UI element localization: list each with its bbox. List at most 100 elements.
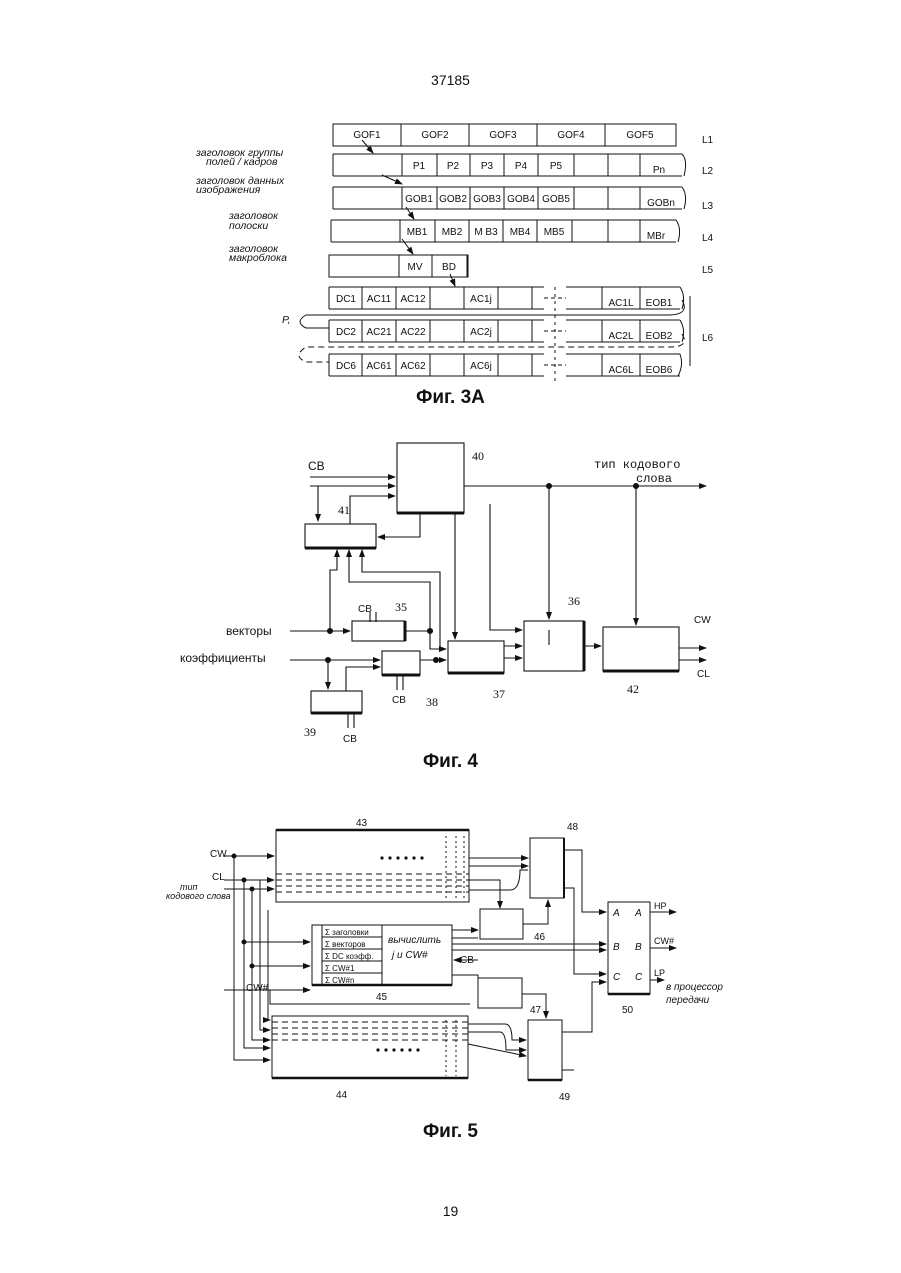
cell-gof5: GOF5 xyxy=(626,130,654,141)
block-number-41: 41 xyxy=(338,503,350,517)
port-a-in: A xyxy=(612,908,620,919)
block-number-44: 44 xyxy=(336,1090,348,1101)
table-row-vectors: Σ векторов xyxy=(325,940,366,949)
cell-gobn: GOBn xyxy=(647,198,675,209)
fig3a-header-labels: заголовок группы полей / кадров заголово… xyxy=(195,147,291,326)
label-coefficients: коэффициенты xyxy=(180,651,266,665)
cell-ac6l: AC6L xyxy=(608,365,633,376)
cell-p4: P4 xyxy=(515,161,528,172)
fig3a-l6-row-a: DC1 AC11 AC12 AC1j AC1L EOB1 xyxy=(336,294,673,309)
cell-bd: BD xyxy=(442,262,456,273)
cell-p5: P5 xyxy=(550,161,563,172)
cell-gof2: GOF2 xyxy=(421,130,449,141)
label-out-lp: LP xyxy=(654,968,665,978)
label-codeword-type-1: тип кодового xyxy=(594,458,680,472)
cell-gof4: GOF4 xyxy=(557,130,585,141)
block-number-42: 42 xyxy=(627,682,639,696)
page-number-bottom: 19 xyxy=(0,1203,901,1219)
fig3a-l2-cells: P1 P2 P3 P4 P5 Pn xyxy=(413,161,665,176)
cell-gof3: GOF3 xyxy=(489,130,517,141)
fig5-caption: Фиг. 5 xyxy=(0,1121,901,1143)
cell-mv: MV xyxy=(408,262,423,273)
block-46 xyxy=(480,909,523,939)
block-49 xyxy=(528,1020,562,1080)
label-p-marker: P, xyxy=(282,314,291,326)
port-b-in: B xyxy=(613,942,620,953)
cell-gob3: GOB3 xyxy=(473,194,501,205)
block-number-50: 50 xyxy=(622,1005,634,1016)
port-b-out: B xyxy=(635,942,642,953)
cell-ac1j: AC1j xyxy=(470,294,492,305)
cell-ac2l: AC2L xyxy=(608,331,633,342)
cell-mb5: MB5 xyxy=(544,227,565,238)
label-cb-top: CB xyxy=(308,459,325,473)
cell-dc6: DC6 xyxy=(336,361,356,372)
fig3a-l6-row-b: DC2 AC21 AC22 AC2j AC2L EOB2 xyxy=(336,327,673,342)
label-gof-header-2: полей / кадров xyxy=(206,156,278,168)
block-number-35: 35 xyxy=(395,600,407,614)
label-out-hp: HP xyxy=(654,901,667,911)
block-number-47: 47 xyxy=(530,1005,542,1016)
fig3a-l3-cells: GOB1 GOB2 GOB3 GOB4 GOB5 GOBn xyxy=(405,194,675,209)
cell-mb4: MB4 xyxy=(510,227,531,238)
block-number-49: 49 xyxy=(559,1092,571,1103)
cell-ac22: AC22 xyxy=(400,327,425,338)
port-c-in: C xyxy=(613,972,621,983)
cell-dc2: DC2 xyxy=(336,327,356,338)
table-row-headers: Σ заголовки xyxy=(325,928,369,937)
label-slice-header-2: полоски xyxy=(229,220,268,232)
cell-gob5: GOB5 xyxy=(542,194,570,205)
cell-ac11: AC11 xyxy=(367,294,392,305)
label-l4: L4 xyxy=(702,233,714,244)
block-number-36: 36 xyxy=(568,594,580,608)
label-in-cwn: CW# xyxy=(246,983,269,994)
fig3a-l4-cells: MB1 MB2 M B3 MB4 MB5 MBr xyxy=(407,227,666,242)
fig4-caption: Фиг. 4 xyxy=(0,751,901,773)
label-compute-1: вычислить xyxy=(388,935,441,946)
fig3a-l1-cells: GOF1 GOF2 GOF3 GOF4 GOF5 xyxy=(353,130,654,141)
cell-ac21: AC21 xyxy=(366,327,391,338)
label-out-cw: CW xyxy=(694,615,711,626)
fig3a-caption: Фиг. 3A xyxy=(0,387,901,409)
cell-ac62: AC62 xyxy=(400,361,425,372)
cell-eob2: EOB2 xyxy=(646,331,673,342)
cell-ac2j: AC2j xyxy=(470,327,492,338)
table-row-cw1: Σ CW#1 xyxy=(325,964,355,973)
block-number-39: 39 xyxy=(304,725,316,739)
block-40 xyxy=(397,443,464,513)
label-in-type-2: кодового слова xyxy=(166,891,231,901)
fig4-labels: CB векторы коэффициенты тип кодового сло… xyxy=(180,449,711,745)
block-38 xyxy=(382,651,420,675)
label-l6: L6 xyxy=(702,333,714,344)
cell-ac12: AC12 xyxy=(400,294,425,305)
label-in-cw: CW xyxy=(210,849,227,860)
port-a-out: A xyxy=(634,908,642,919)
label-cb-35: CB xyxy=(358,604,372,615)
label-l3: L3 xyxy=(702,201,714,212)
block-42 xyxy=(603,627,679,671)
block-number-38: 38 xyxy=(426,695,438,709)
cell-gob2: GOB2 xyxy=(439,194,467,205)
label-compute-2: j и CW# xyxy=(390,950,428,961)
cell-mb3: M B3 xyxy=(474,227,498,238)
fig5-diagram xyxy=(224,830,676,1080)
label-codeword-type-2: слова xyxy=(636,472,672,486)
label-mb-header-2: макроблока xyxy=(229,252,287,264)
block-number-37: 37 xyxy=(493,687,505,701)
cell-mbr: MBr xyxy=(647,231,666,242)
cell-pn: Pn xyxy=(653,165,665,176)
label-out-cwn: CW# xyxy=(654,936,674,946)
table-row-dc: Σ DC коэфф. xyxy=(325,952,373,961)
cell-p3: P3 xyxy=(481,161,494,172)
label-in-cl: CL xyxy=(212,872,225,883)
cell-ac6j: AC6j xyxy=(470,361,492,372)
label-cb-39: CB xyxy=(343,734,357,745)
cell-dc1: DC1 xyxy=(336,294,356,305)
block-41 xyxy=(305,524,376,548)
block-35 xyxy=(352,621,405,641)
block-47 xyxy=(478,978,522,1008)
cell-mb2: MB2 xyxy=(442,227,463,238)
block-48 xyxy=(530,838,564,898)
label-l5: L5 xyxy=(702,265,714,276)
